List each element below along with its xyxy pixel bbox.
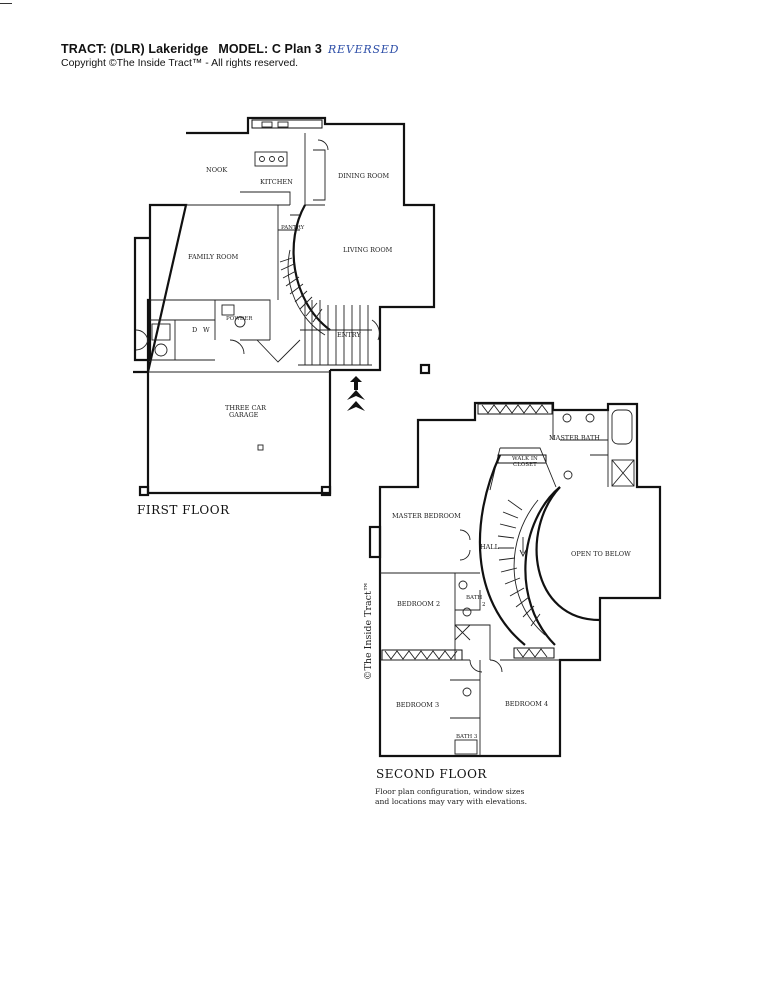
washer: [151, 323, 171, 341]
tract-label: TRACT: (DLR) Lakeridge: [61, 42, 209, 56]
bath3-tub: [454, 739, 478, 755]
bath-2-label-line2: 2: [482, 602, 486, 608]
second-floor-title: SECOND FLOOR: [376, 767, 487, 781]
bedroom-2-label: BEDROOM 2: [397, 600, 440, 608]
open-to-below-label: OPEN TO BELOW: [571, 550, 631, 558]
dw-w-label: W: [203, 326, 210, 334]
second-floor-stair: [497, 499, 541, 627]
nook-window: [251, 119, 323, 129]
garage-label-line1: THREE CAR: [225, 404, 267, 412]
kitchen-cooktop: [254, 151, 288, 167]
bath-2-label-line1: BATH: [466, 595, 482, 601]
bedroom-3-label: BEDROOM 3: [396, 701, 439, 709]
walk-in-label-line1: WALK IN: [512, 456, 538, 462]
bedroom-4-label: BEDROOM 4: [505, 700, 548, 708]
second-floor-plan: [368, 401, 662, 758]
disclaimer-line-2: and locations may vary with elevations.: [375, 797, 528, 806]
reversed-note: REVERSED: [327, 43, 400, 56]
dryer: [154, 343, 168, 357]
entry-label: ENTRY: [337, 331, 361, 339]
pantry-label: PANTRY: [281, 225, 305, 231]
dining-room-label: DINING ROOM: [338, 172, 390, 180]
kitchen-label: KITCHEN: [260, 178, 293, 186]
disclaimer-line-1: Floor plan configuration, window sizes: [375, 787, 525, 796]
first-floor-plan: [133, 116, 436, 497]
porch-post: [419, 363, 431, 375]
entry-arrow-icon: [350, 376, 362, 390]
nook-label: NOOK: [206, 166, 227, 174]
vertical-watermark: ©The Inside Tract™: [363, 582, 374, 680]
model-label: MODEL: C Plan 3: [218, 42, 322, 56]
first-floor-stair: [279, 257, 372, 366]
family-room-label: FAMILY ROOM: [188, 253, 239, 261]
master-tub: [611, 409, 633, 445]
garage-post: [257, 444, 264, 451]
walk-in-label-line2: CLOSET: [513, 462, 537, 468]
copyright-line: Copyright ©The Inside Tract™ - All right…: [61, 57, 299, 69]
powder-label: POWDER: [226, 316, 253, 322]
first-floor-title: FIRST FLOOR: [137, 503, 230, 517]
garage-label-line2: GARAGE: [229, 411, 259, 419]
hall-label: HALL: [480, 543, 500, 551]
powder-toilet: [234, 316, 246, 328]
master-bedroom-label: MASTER BEDROOM: [392, 512, 461, 520]
dw-d-label: D: [192, 326, 197, 334]
scan-corner-mark: [0, 3, 12, 4]
bath-3-label: BATH 3: [456, 734, 478, 740]
master-bath-label: MASTER BATH: [549, 434, 600, 442]
living-room-label: LIVING ROOM: [343, 246, 393, 254]
tract-model-heading: TRACT: (DLR) Lakeridge MODEL: C Plan 3 REV…: [61, 42, 399, 56]
plan-disclaimer: Floor plan configuration, window sizes a…: [375, 787, 527, 807]
